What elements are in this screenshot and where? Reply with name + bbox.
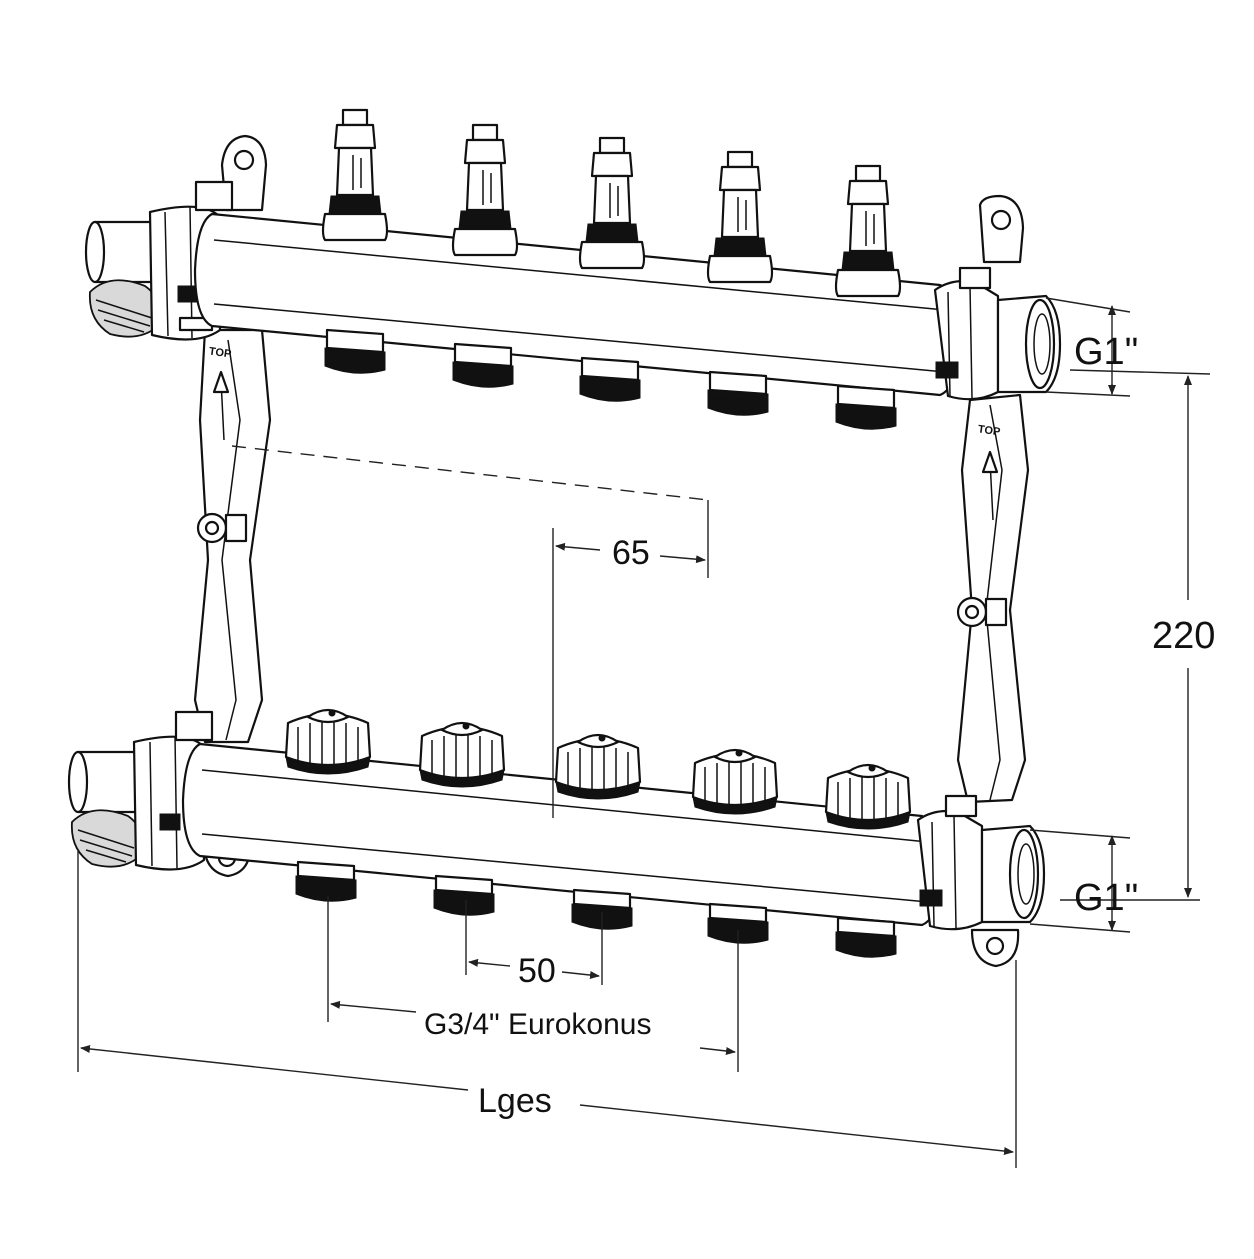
flow-meters: [321, 108, 902, 298]
outlet-connector: [571, 888, 633, 930]
flow-outlets: [324, 328, 897, 430]
valve-cap: [824, 763, 912, 830]
outlet-connector: [835, 916, 897, 958]
outlet-connector: [295, 860, 357, 902]
top-mark-right: TOP: [977, 423, 1001, 438]
return-manifold-bar: [67, 710, 1046, 931]
drain-valve-cap-top: [88, 279, 161, 338]
right-bracket: TOP: [956, 194, 1030, 968]
outlet-connector: [324, 328, 386, 374]
label-50: 50: [518, 952, 556, 990]
label-g1-top: G1": [1074, 331, 1138, 373]
valve-cap: [418, 721, 506, 788]
return-outlets: [295, 860, 897, 958]
outlet-connector: [835, 384, 897, 430]
dimension-lines: [77, 297, 1211, 1168]
flow-meter: [706, 150, 774, 284]
label-eurokonus: G3/4" Eurokonus: [424, 1008, 651, 1041]
label-65: 65: [612, 534, 650, 572]
flow-meter: [578, 136, 646, 270]
flow-meter: [321, 108, 389, 242]
label-lges: Lges: [478, 1082, 552, 1120]
label-220: 220: [1152, 615, 1215, 657]
top-mark-left: TOP: [208, 346, 232, 361]
dimension-labels: G1" G1" 220 65 50 G3/4" Eurokonus Lges: [424, 331, 1215, 1120]
valve-caps: [284, 708, 912, 830]
valve-cap: [554, 733, 642, 800]
valve-cap: [691, 748, 779, 815]
label-g1-bottom: G1": [1074, 877, 1138, 919]
valve-cap: [284, 708, 372, 775]
flow-manifold-bar: [84, 180, 1062, 401]
outlet-connector: [452, 342, 514, 388]
flow-meter: [834, 164, 902, 298]
outlet-connector: [707, 370, 769, 416]
outlet-connector: [579, 356, 641, 402]
outlet-connector: [433, 874, 495, 916]
drain-valve-cap-bottom: [70, 809, 144, 868]
flow-meter: [451, 123, 519, 257]
